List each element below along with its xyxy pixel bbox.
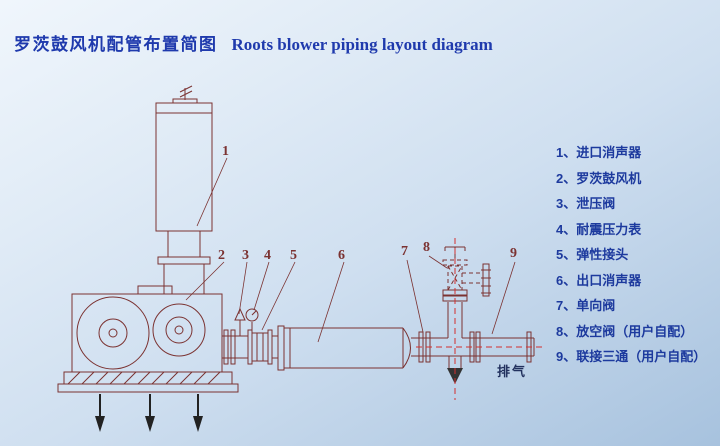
legend-list: 1、进口消声器 2、罗茨鼓风机 3、泄压阀 4、耐震压力表 5、弹性接头 6、出… [556, 142, 706, 372]
callout-8: 8 [423, 240, 430, 255]
anchor-arrows [95, 394, 203, 432]
callout-1: 1 [222, 144, 229, 159]
inlet-silencer-drawing [155, 85, 213, 295]
discharge-pipe-drawing [222, 307, 259, 365]
callout-3: 3 [242, 248, 249, 263]
legend-item-relief-valve: 3、泄压阀 [556, 196, 616, 211]
callout-5: 5 [290, 248, 297, 263]
legend-item-roots-blower: 2、罗茨鼓风机 [556, 170, 642, 186]
exhaust-label: 排气 [497, 364, 528, 379]
callout-2: 2 [218, 248, 225, 263]
legend-item-check-valve: 7、单向阀 [556, 298, 616, 313]
legend-item-outlet-silencer: 6、出口消声器 [556, 272, 642, 288]
flexible-joint-drawing [247, 329, 278, 365]
legend-item-inlet-silencer: 1、进口消声器 [556, 145, 642, 160]
legend-item-vent-valve: 8、放空阀（用户自配） [556, 323, 694, 339]
outlet-silencer-drawing [277, 325, 411, 371]
callout-9: 9 [510, 246, 517, 261]
callout-6: 6 [338, 248, 345, 263]
page-title: 罗茨鼓风机配管布置简图 Roots blower piping layout d… [14, 30, 493, 55]
callout-leader-lines [185, 157, 516, 343]
legend-item-connecting-tee: 9、联接三通（用户自配） [556, 349, 707, 364]
callout-4: 4 [264, 248, 271, 263]
roots-blower-drawing [57, 285, 239, 393]
legend-item-flexible-joint: 5、弹性接头 [556, 247, 629, 262]
centerline-dashes [416, 238, 544, 400]
title-english: Roots blower piping layout diagram [231, 35, 493, 54]
callout-7: 7 [401, 244, 408, 259]
title-chinese: 罗茨鼓风机配管布置简图 [14, 35, 218, 54]
vent-valve-drawing [442, 246, 491, 338]
legend-item-pressure-gauge: 4、耐震压力表 [556, 221, 642, 237]
